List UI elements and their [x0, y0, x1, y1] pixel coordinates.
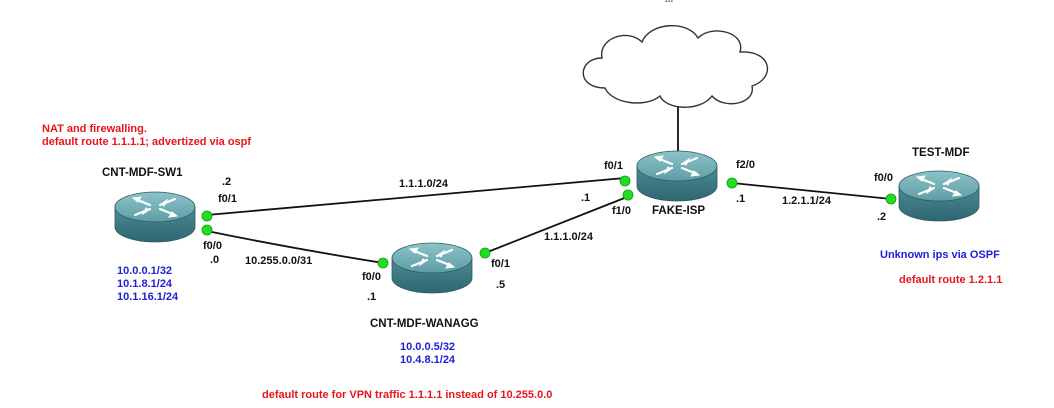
sw1-ip-3: 10.1.16.1/24	[117, 291, 179, 303]
router-icon-test[interactable]	[897, 169, 981, 223]
isp-f20-label: f2/0	[736, 159, 755, 171]
router-name-isp: FAKE-ISP	[652, 205, 706, 217]
wan-f01-label: f0/1	[491, 258, 510, 270]
wanagg-ip-1: 10.0.0.5/32	[400, 341, 456, 353]
link-sw1-wanagg	[206, 230, 384, 264]
link-label-isp-test: 1.2.1.1/24	[782, 195, 831, 207]
link-wanagg-isp	[484, 196, 628, 254]
router-icon-sw1[interactable]	[113, 190, 197, 244]
router-icon-wanagg[interactable]	[390, 241, 474, 295]
port-sw1-f00[interactable]	[201, 224, 213, 236]
port-isp-f01[interactable]	[619, 175, 631, 187]
test-default-note: default route 1.2.1.1	[899, 274, 1003, 286]
internet-cloud-icon	[582, 24, 769, 108]
link-label-sw1-isp: 1.1.1.0/24	[399, 178, 448, 190]
sw1-ip-1: 10.0.0.1/32	[117, 265, 173, 277]
sw1-f00-label: f0/0	[203, 240, 222, 252]
link-isp-test	[731, 182, 892, 200]
wanagg-ip-2: 10.4.8.1/24	[400, 354, 456, 366]
wan-f00-label: f0/0	[362, 271, 381, 283]
sw1-ip-2: 10.1.8.1/24	[117, 278, 173, 290]
vpn-default-note: default route for VPN traffic 1.1.1.1 in…	[262, 389, 553, 401]
wan-f00-addr: .1	[367, 291, 377, 303]
port-isp-f20[interactable]	[726, 177, 738, 189]
isp-f01-label: f0/1	[604, 160, 623, 172]
wan-f01-addr: .5	[496, 279, 506, 291]
isp-f20-addr: .1	[736, 193, 746, 205]
router-icon-isp[interactable]	[635, 149, 719, 203]
test-f00-label: f0/0	[874, 172, 893, 184]
port-isp-f10[interactable]	[622, 189, 634, 201]
port-wan-f01[interactable]	[479, 247, 491, 259]
port-test-f00[interactable]	[885, 193, 897, 205]
sw1-f00-addr: .0	[210, 254, 220, 266]
port-wan-f00[interactable]	[377, 257, 389, 269]
link-label-wanagg-isp: 1.1.1.0/24	[544, 231, 593, 243]
test-f00-addr: .2	[877, 211, 887, 223]
link-sw1-isp	[206, 177, 626, 216]
link-label-sw1-wanagg: 10.255.0.0/31	[245, 255, 313, 267]
nat-note-line2: default route 1.1.1.1; advertized via os…	[42, 136, 252, 148]
clipped-top-label: ...	[665, 0, 673, 6]
router-name-wanagg: CNT-MDF-WANAGG	[370, 318, 479, 330]
router-name-test: TEST-MDF	[912, 147, 970, 159]
router-name-sw1: CNT-MDF-SW1	[102, 167, 183, 179]
isp-f01-addr: .1	[581, 192, 591, 204]
isp-f10-label: f1/0	[612, 205, 631, 217]
unknown-ips-note: Unknown ips via OSPF	[880, 249, 1000, 261]
port-sw1-f01[interactable]	[201, 210, 213, 222]
sw1-f01-label: f0/1	[218, 193, 237, 205]
nat-note-line1: NAT and firewalling.	[42, 123, 147, 135]
sw1-f01-addr: .2	[222, 176, 232, 188]
